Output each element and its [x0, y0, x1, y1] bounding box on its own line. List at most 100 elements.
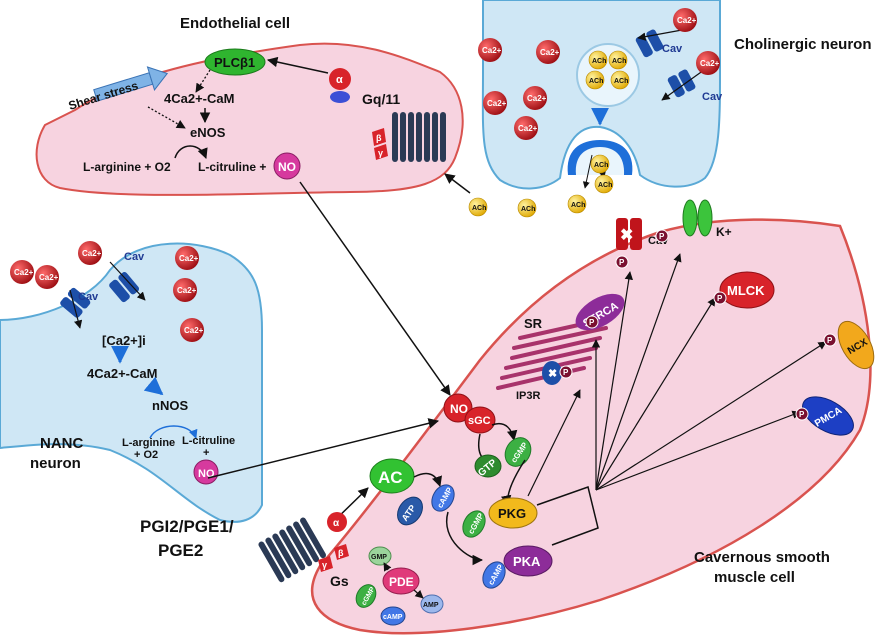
gq-label: Gq/11 — [362, 91, 400, 107]
shear-to-enos-arrow — [147, 106, 186, 129]
gs-alpha-label: α — [333, 518, 340, 529]
prostaglandin-receptor — [258, 517, 327, 583]
nanc-no-node — [193, 459, 219, 485]
gq-alpha-subunit — [329, 68, 351, 90]
nanc-cai: [Ca2+]i — [102, 333, 146, 348]
ach-molecule-label: ACh — [571, 202, 585, 209]
cgmp-pkg-bound — [462, 510, 486, 538]
nanc-plus: + — [203, 447, 209, 459]
camp-ac-product — [431, 484, 455, 512]
sgc-to-cgmp-arrow — [491, 423, 518, 442]
endo-beta-subunit — [372, 128, 386, 146]
nanc-arginine-1: L-arginine — [122, 437, 175, 449]
ip3r-block: ✖ — [548, 368, 557, 380]
prostaglandin-label-line2: PGE2 — [158, 541, 203, 560]
smooth-title-line1: Cavernous smooth — [694, 549, 830, 566]
calcium-ion-label: Ca2+ — [518, 124, 538, 133]
ach-molecule-label: ACh — [594, 162, 608, 169]
gs-beta-label: β — [338, 548, 344, 558]
fan-to-k-arrow — [595, 253, 682, 491]
fan-to-ncx-arrow — [595, 341, 827, 491]
cav1-ca-flux-arrow — [637, 29, 683, 41]
calcium-ion-label: Ca2+ — [527, 94, 547, 103]
pde-to-amp-arrow — [413, 589, 424, 599]
ach-molecule: ACh — [567, 194, 587, 214]
fan-to-mlck-arrow — [595, 297, 716, 491]
nnos-label: nNOS — [152, 398, 188, 413]
nanc-arginine-2: + O2 — [134, 449, 158, 461]
gq-to-plc-arrow — [266, 56, 329, 74]
pkg-pka-bracket — [536, 486, 599, 546]
amp-node — [420, 594, 444, 614]
nanc-citrulline: L-citruline — [182, 435, 235, 447]
calcium-ion: Ca2+ — [514, 116, 538, 140]
smooth-no-label: NO — [450, 402, 468, 416]
plc-beta1-label: PLCβ1 — [214, 55, 255, 70]
pka-label: PKA — [513, 554, 541, 569]
gmp-node — [368, 546, 392, 566]
phosphate-label: P — [619, 258, 625, 267]
ach-molecule-label: ACh — [589, 78, 603, 85]
phosphate-tag: P — [823, 333, 837, 347]
calcium-ion-label: Ca2+ — [700, 59, 720, 68]
calcium-ion: Ca2+ — [78, 241, 102, 265]
ach-molecule-label: ACh — [614, 78, 628, 85]
calcium-ion: Ca2+ — [10, 260, 34, 284]
nanc-cav-label-1: Cav — [78, 291, 99, 303]
smooth-cav-channel: ✖ — [616, 218, 642, 250]
calcium-ion-label: Ca2+ — [82, 249, 102, 258]
ach-molecule: ACh — [594, 174, 614, 194]
k-channel-left — [682, 199, 698, 237]
phosphate-tag: P — [615, 255, 629, 269]
phosphate-label: P — [659, 232, 665, 241]
gtp-node — [474, 454, 502, 478]
fan-to-pmca-arrow — [595, 410, 801, 491]
camp-pde-substrate — [380, 606, 406, 626]
calcium-ion-label: Ca2+ — [14, 268, 34, 277]
phosphate-label: P — [717, 294, 723, 303]
mlck-node — [719, 271, 775, 309]
ach-vesicle — [576, 43, 640, 107]
cgmp-pde-substrate — [355, 584, 377, 608]
cholinergic-cav-label-2: Cav — [702, 91, 723, 103]
nanc-membrane — [0, 242, 263, 523]
calcium-ion-label: Ca2+ — [39, 273, 59, 282]
calcium-ion: Ca2+ — [483, 91, 507, 115]
calcium-ion-label: Ca2+ — [487, 99, 507, 108]
ach-release-arrow-1 — [582, 154, 593, 189]
pde-node — [382, 567, 420, 595]
fan-to-cav-arrow — [595, 271, 633, 491]
cgmp-sgc-product — [504, 437, 532, 467]
endothelial-cacam: 4Ca2+-CaM — [164, 91, 234, 106]
sgc-label: sGC — [468, 415, 491, 427]
gs-alpha-subunit — [327, 512, 347, 532]
shear-stress-arrow — [93, 66, 169, 102]
mlck-label: MLCK — [727, 283, 765, 298]
nanc-cav-label-2: Cav — [124, 251, 145, 263]
phosphate-tag: P — [795, 407, 809, 421]
ip3r-label: IP3R — [516, 390, 541, 402]
ach-molecule: ACh — [610, 70, 630, 90]
phosphate-tag: P — [585, 315, 599, 329]
gs-gamma-label: γ — [322, 560, 327, 570]
plc-to-cacam-arrow — [195, 69, 211, 93]
smooth-muscle-membrane — [310, 218, 872, 635]
ach-molecule-label: ACh — [472, 205, 486, 212]
ac-to-camp-arrow — [413, 472, 442, 487]
cav2-ca-flux-arrow — [661, 69, 705, 101]
endo-no-label: NO — [278, 160, 296, 174]
pde-to-gmp-arrow — [383, 562, 392, 572]
phosphate-label: P — [799, 410, 805, 419]
ach-to-receptor-arrow — [444, 173, 471, 194]
ach-molecule-label: ACh — [598, 182, 612, 189]
endo-arginine: L-arginine + O2 — [83, 160, 171, 174]
phosphate-tag: P — [655, 229, 669, 243]
ach-molecule-label: ACh — [521, 206, 535, 213]
camp-to-pka-arrow — [445, 511, 484, 566]
calcium-ion-label: Ca2+ — [184, 326, 204, 335]
calcium-ion-label: Ca2+ — [482, 46, 502, 55]
